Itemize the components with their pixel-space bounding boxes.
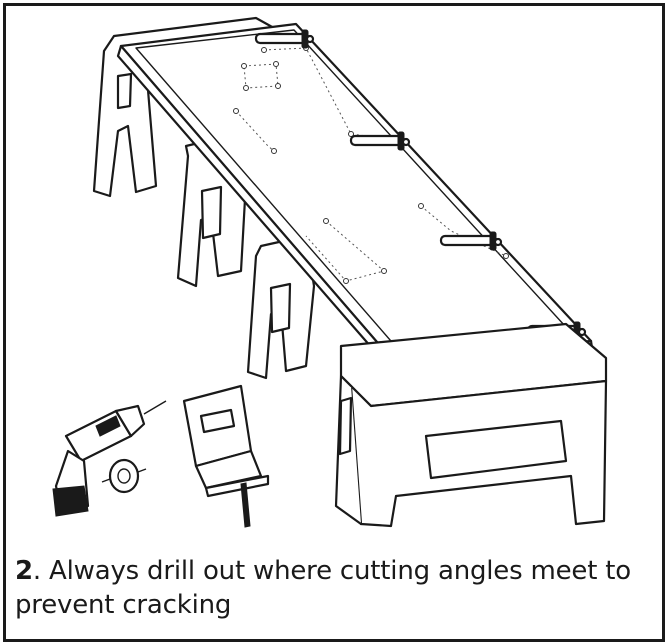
hole-saw-bit (101, 458, 147, 494)
step-number: 2 (15, 556, 33, 586)
power-drill (52, 400, 167, 517)
clamp (349, 131, 411, 151)
step-caption: 2. Always drill out where cutting angles… (15, 554, 655, 622)
step-stool-front (334, 322, 608, 528)
clamp (254, 29, 315, 49)
step-instruction-text: . Always drill out where cutting angles … (15, 556, 631, 620)
stool-bench-illustration (6, 6, 662, 546)
jigsaw (182, 384, 270, 528)
clamp (439, 231, 503, 251)
step-stool-back-3 (246, 234, 316, 380)
instruction-panel: 2. Always drill out where cutting angles… (3, 3, 665, 642)
